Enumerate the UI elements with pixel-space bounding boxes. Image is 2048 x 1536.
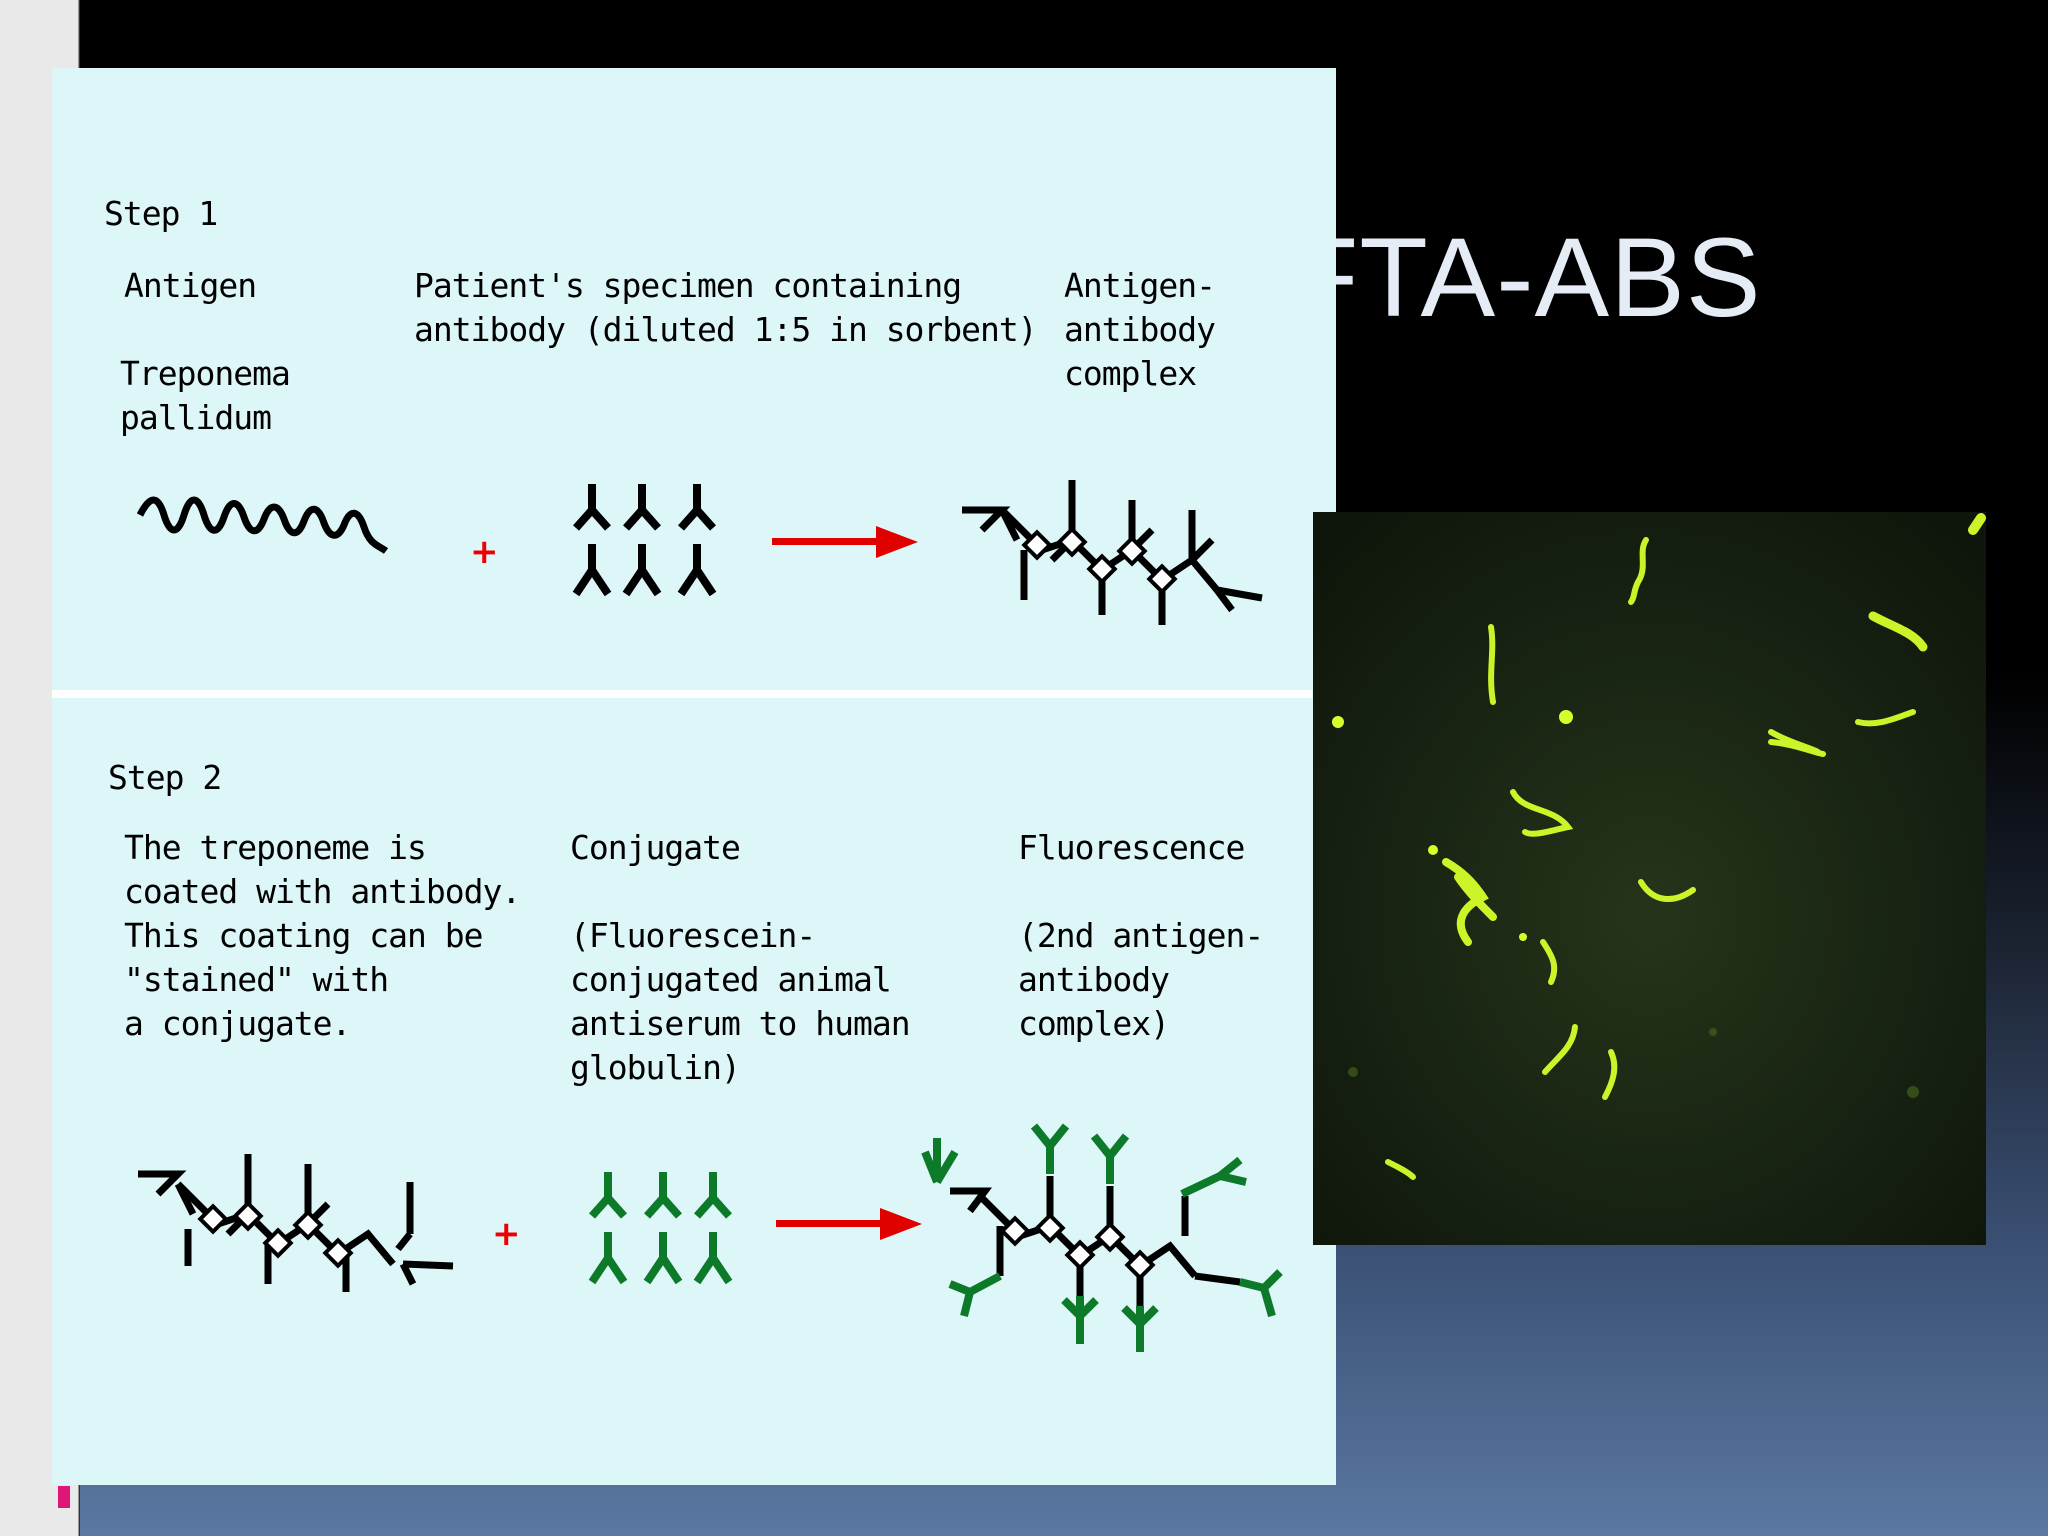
slide-accent-mark: [58, 1486, 70, 1508]
step2-heading: Step 2: [108, 758, 222, 797]
step2-coating-text: The treponeme is coated with antibody. T…: [124, 828, 521, 1043]
step2-conjugate-group: [588, 1172, 733, 1285]
step2-plus-sign: +: [492, 1214, 521, 1254]
antibody-icon: [572, 544, 612, 597]
step2-fluorescence-desc: (2nd antigen- antibody complex): [1018, 916, 1264, 1043]
antibody-icon: [643, 1232, 683, 1285]
antibody-icon: [677, 544, 717, 597]
step1-organism-label: Treponema pallidum: [120, 354, 291, 437]
step1-plus-sign: +: [470, 532, 499, 572]
antibody-icon: [622, 544, 662, 597]
step2-fluorescence-label: Fluorescence: [1018, 828, 1245, 867]
antigen-antibody-complex-icon: [962, 480, 1263, 625]
antibody-icon: [573, 484, 611, 531]
step1-specimen-label: Patient's specimen containing antibody (…: [414, 266, 1038, 349]
spirochete-icon: [136, 496, 389, 554]
slide-title: FTA-ABS: [1290, 215, 1762, 340]
step2-conjugate-desc: (Fluorescein- conjugated animal antiseru…: [570, 916, 911, 1087]
step1-complex-label: Antigen- antibody complex: [1064, 266, 1216, 393]
antibody-icon: [589, 1172, 627, 1219]
antibody-icon: [623, 484, 661, 531]
step2-conjugate-label: Conjugate: [570, 828, 741, 867]
step1-antibody-group: [572, 484, 717, 597]
antibody-icon: [693, 1232, 733, 1285]
fluorescence-micrograph: [1313, 512, 1986, 1245]
step1-heading: Step 1: [104, 194, 218, 233]
antibody-icon: [694, 1172, 732, 1219]
antigen-antibody-complex-icon: [138, 1154, 454, 1292]
arrow-right-icon: [776, 1208, 922, 1240]
antibody-icon: [644, 1172, 682, 1219]
panel-divider: [52, 690, 1312, 698]
step1-antigen-label: Antigen: [124, 266, 257, 305]
antibody-icon: [588, 1232, 628, 1285]
fluorescent-complex-icon: [921, 1123, 1283, 1352]
arrow-right-icon: [772, 526, 918, 558]
antibody-icon: [678, 484, 716, 531]
